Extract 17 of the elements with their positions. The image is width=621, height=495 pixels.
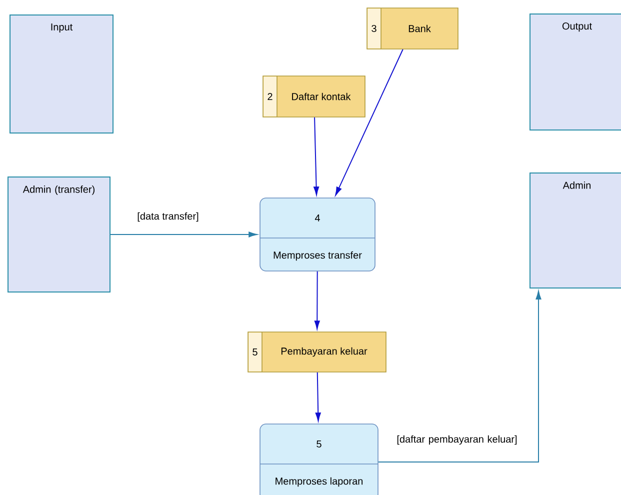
entity-box: Admin (transfer) xyxy=(8,176,110,292)
data-store-box: 3 Bank xyxy=(366,8,458,50)
data-store-box: 2 Daftar kontak xyxy=(262,76,366,118)
process-box: 4 Memproses transfer xyxy=(260,198,376,272)
arrow xyxy=(335,48,404,196)
entity-box: Input xyxy=(10,14,114,134)
arrow xyxy=(110,232,258,238)
edge-label: [data transfer] xyxy=(136,211,200,223)
process-box: 5 Memproses laporan xyxy=(260,424,378,495)
arrow xyxy=(378,290,542,462)
data-store-box: 5 Pembayaran keluar xyxy=(248,332,386,372)
entity-box: Output xyxy=(530,14,621,130)
arrow xyxy=(314,270,320,330)
arrow xyxy=(315,372,321,422)
edge-label: [daftar pembayaran keluar] xyxy=(394,434,520,446)
entity-box: Admin xyxy=(530,172,621,288)
arrow xyxy=(314,116,320,196)
